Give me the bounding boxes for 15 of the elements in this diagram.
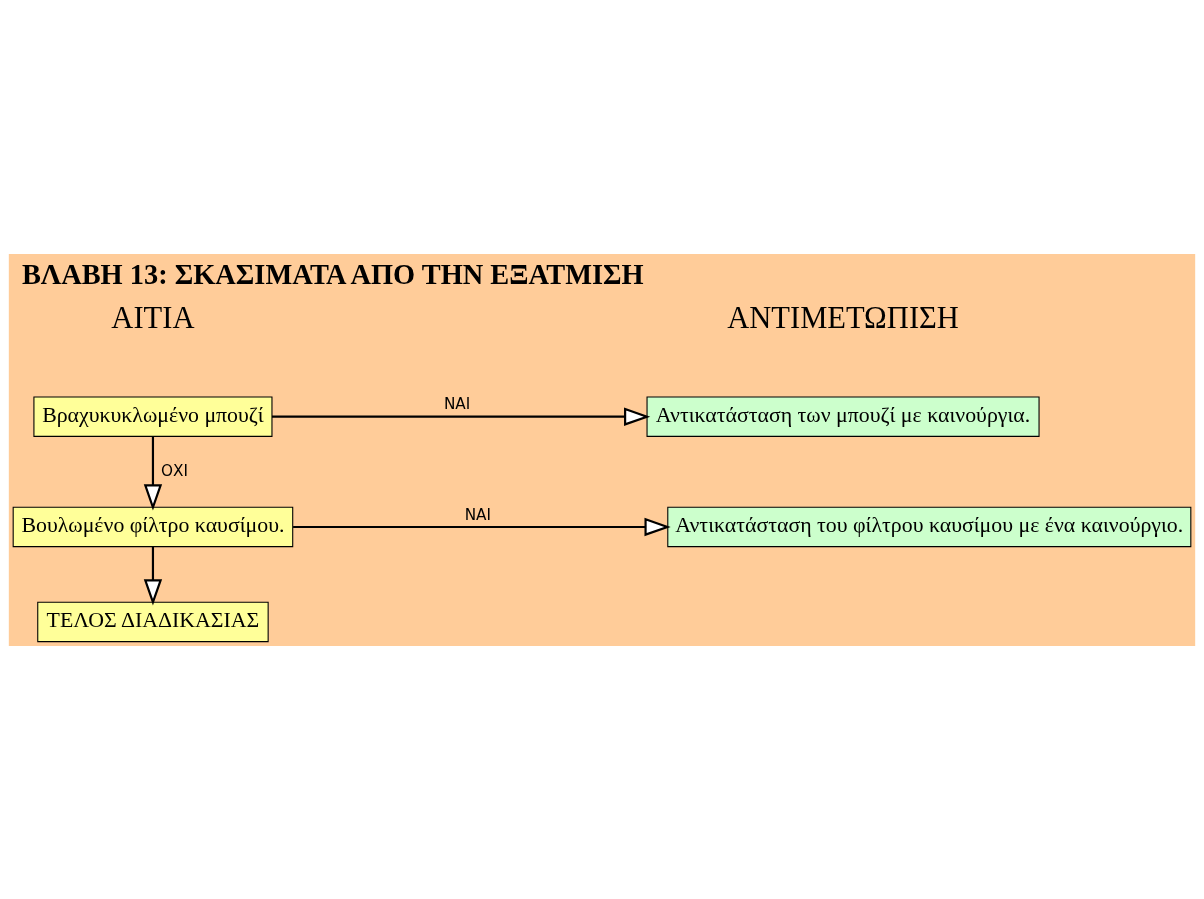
arrow xyxy=(293,517,671,536)
label: ΑΝΤΙΜΕΤΩΠΙΣΗ xyxy=(727,300,959,335)
edge-label: ΝΑΙ xyxy=(464,505,491,524)
diagram-title: ΒΛΑΒΗ 13: ΣΚΑΣΙΜΑΤΑ ΑΠΟ ΤΗΝ ΕΞΑΤΜΙΣΗ xyxy=(21,258,644,290)
node-box: Αντικατάσταση του φίλτρου καυσίμου με ένα καινούργιο. xyxy=(667,506,1192,547)
arrow xyxy=(143,436,163,511)
label: ΑΙΤΙΑ xyxy=(111,300,195,335)
node-box: ΤΕΛΟΣ ΔΙΑΔΙΚΑΣΙΑΣ xyxy=(37,601,269,642)
arrow xyxy=(143,546,163,605)
edge-label: ΝΑΙ xyxy=(443,394,471,413)
edge-label: ΟΧΙ xyxy=(161,461,189,480)
node-box: Βουλωμένο φίλτρο καυσίμου. xyxy=(12,506,294,547)
node-box: Αντικατάσταση των μπουζί με καινούργια. xyxy=(646,396,1040,437)
node-box: Βραχυκυκλωμένο μπουζί xyxy=(33,396,273,437)
arrow xyxy=(271,407,651,426)
